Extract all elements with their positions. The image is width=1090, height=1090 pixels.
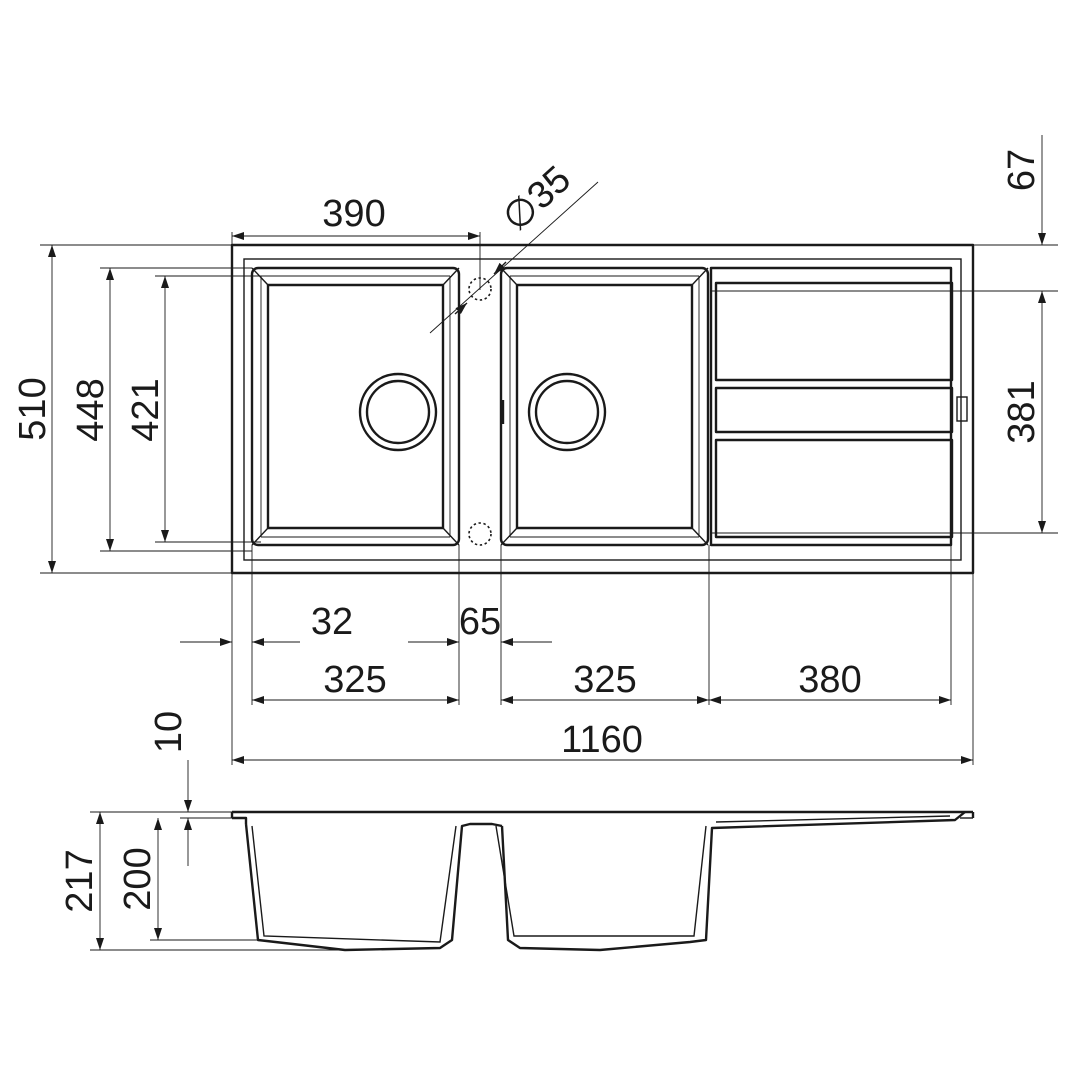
- dim-bowl-width-top: 390: [322, 193, 385, 235]
- dim-bowl-depth-outer: 448: [70, 378, 112, 441]
- left-bowl: [250, 266, 461, 547]
- drainer-board: [709, 266, 968, 547]
- right-bowl-section: [500, 811, 966, 952]
- sink-rim-inner: [243, 258, 962, 561]
- plan-view: [230, 243, 975, 575]
- right-drain: [527, 372, 607, 452]
- dim-drainer: 380: [798, 659, 861, 701]
- dim-bridge: 65: [459, 601, 501, 643]
- dim-overall-width: 1160: [561, 719, 643, 761]
- dim-drainer-depth: 381: [1001, 380, 1043, 443]
- overflow-slot: [956, 396, 968, 422]
- dim-margin-top: 67: [1001, 149, 1043, 191]
- dim-bowl-depth-inner: 421: [125, 378, 167, 441]
- side-view: [230, 810, 975, 952]
- left-drain: [358, 372, 438, 452]
- sink-outline: [230, 243, 975, 575]
- side-dimensions: 10 217 200: [59, 711, 350, 951]
- tap-hole-bottom: [468, 522, 492, 546]
- dim-bowl-height: 200: [117, 847, 159, 910]
- dim-rim-thickness: 10: [148, 711, 190, 753]
- right-bowl: [499, 266, 710, 547]
- dim-bowl-left: 325: [323, 659, 386, 701]
- dim-rim-side: 32: [311, 601, 353, 643]
- left-bowl-section: [244, 822, 503, 952]
- dim-overall-depth: 510: [12, 377, 54, 440]
- plan-dimensions: 390 ∅35 67 381 510 448 421: [12, 135, 1058, 765]
- dim-tap-hole: ∅35: [495, 158, 579, 240]
- dim-total-height: 217: [59, 849, 101, 912]
- dim-bowl-right: 325: [573, 659, 636, 701]
